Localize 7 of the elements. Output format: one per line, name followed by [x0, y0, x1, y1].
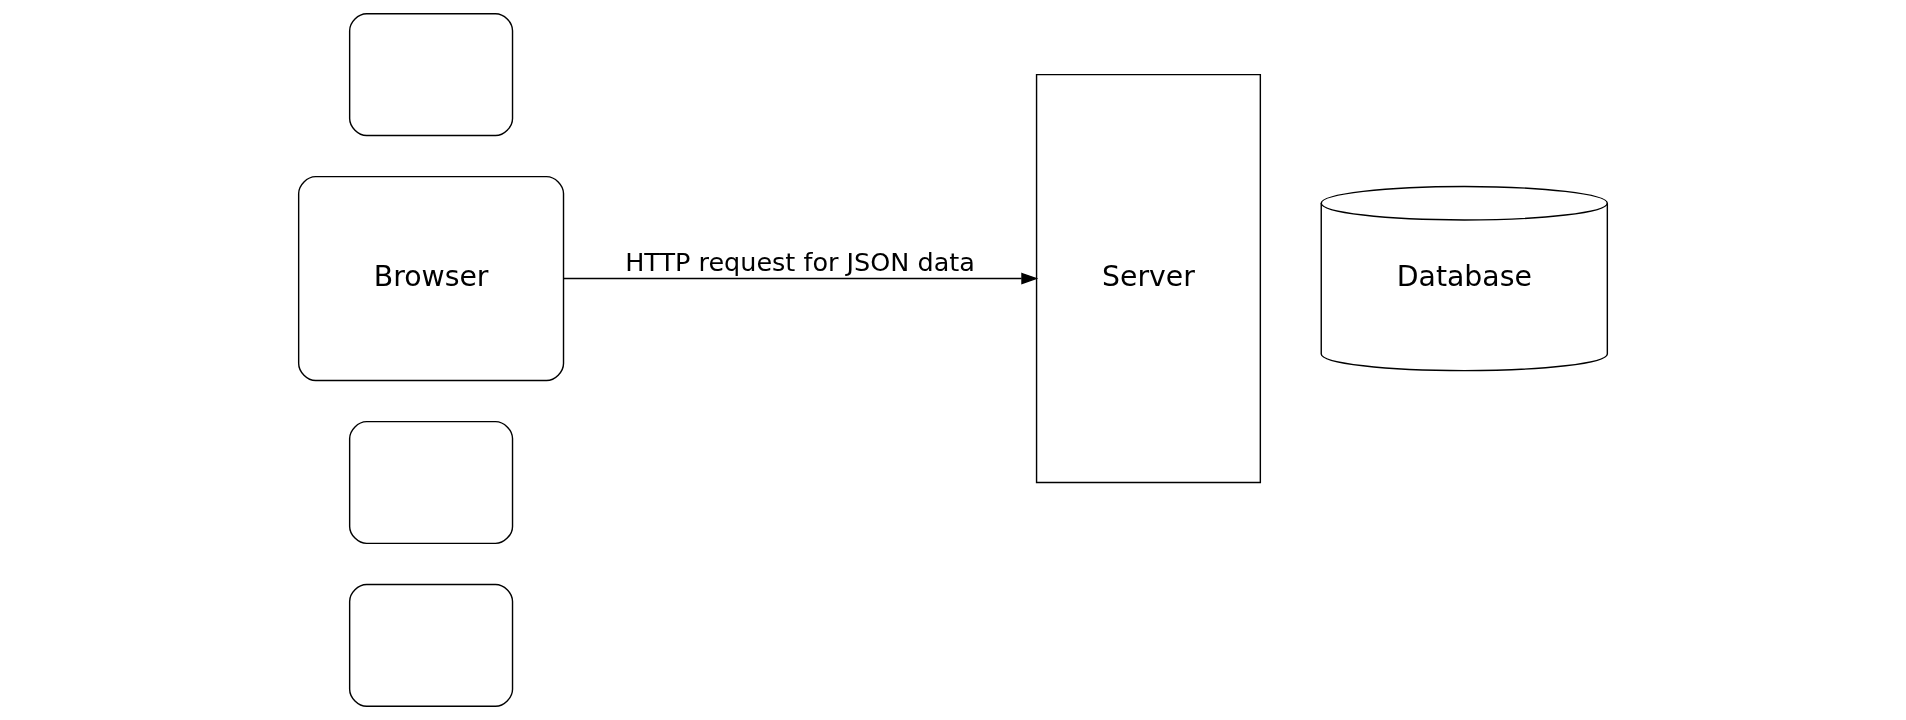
- node-box: [348, 583, 514, 707]
- node-box: [348, 420, 514, 545]
- arrow: [562, 272, 1039, 285]
- node-box: [348, 13, 514, 137]
- node-box: Browser: [297, 175, 565, 382]
- edge-label: HTTP request for JSON data: [625, 246, 975, 277]
- node-box: Server: [1035, 73, 1262, 484]
